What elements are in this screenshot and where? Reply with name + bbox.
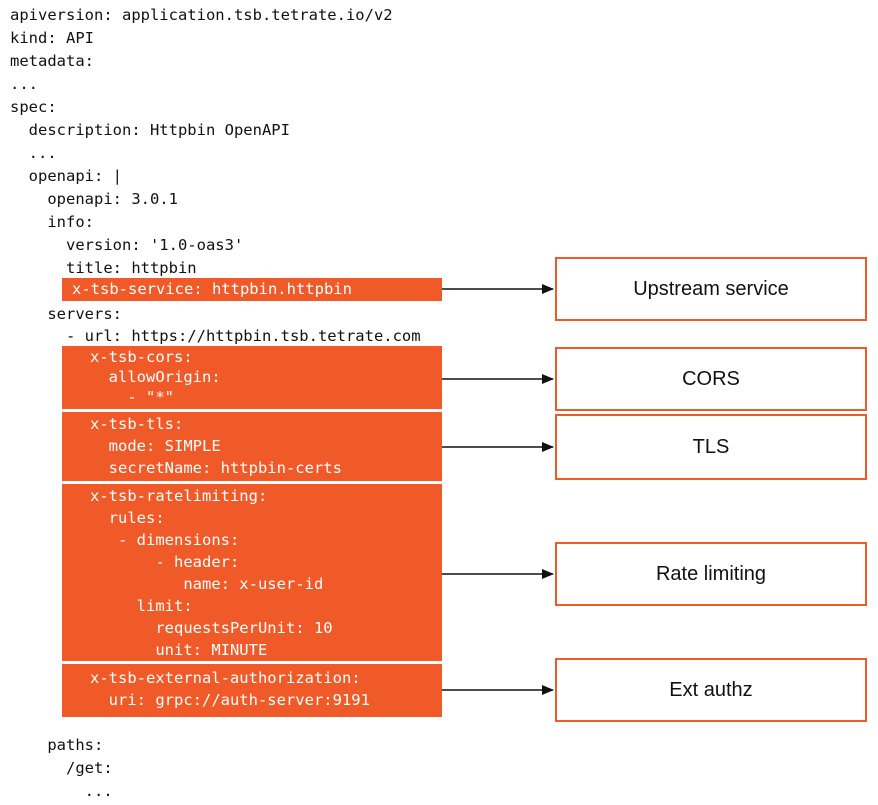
code-line: metadata: bbox=[10, 52, 94, 70]
code-line: openapi: | bbox=[10, 167, 122, 185]
code-line: ... bbox=[10, 144, 57, 162]
highlight-service: x-tsb-service: httpbin.httpbin bbox=[62, 278, 442, 301]
label-ext-authz: Ext authz bbox=[555, 658, 867, 722]
highlight-line: mode: SIMPLE bbox=[90, 437, 221, 455]
highlight-line: secretName: httpbin-certs bbox=[90, 459, 342, 477]
code-line: description: Httpbin OpenAPI bbox=[10, 121, 290, 139]
highlight-line: x-tsb-tls: bbox=[90, 415, 184, 433]
code-line: apiversion: application.tsb.tetrate.io/v… bbox=[10, 6, 393, 24]
highlight-line: allowOrigin: bbox=[90, 368, 221, 386]
code-line: paths: bbox=[10, 736, 104, 754]
code-line: spec: bbox=[10, 98, 57, 116]
highlight-cors: x-tsb-cors: allowOrigin: - "*" bbox=[62, 346, 442, 409]
highlight-line: name: x-user-id bbox=[90, 575, 324, 593]
code-line: ... bbox=[10, 782, 113, 800]
label-tls: TLS bbox=[555, 414, 867, 480]
highlight-line: - "*" bbox=[90, 388, 174, 406]
highlight-line: rules: bbox=[90, 509, 165, 527]
highlight-line: x-tsb-service: httpbin.httpbin bbox=[72, 280, 352, 298]
code-line: title: httpbin bbox=[10, 259, 197, 277]
code-line: version: '1.0-oas3' bbox=[10, 236, 244, 254]
highlight-line: - dimensions: bbox=[90, 531, 240, 549]
label-upstream-service: Upstream service bbox=[555, 257, 867, 321]
code-line: - url: https://httpbin.tsb.tetrate.com bbox=[10, 327, 421, 345]
highlight-line: requestsPerUnit: 10 bbox=[90, 619, 333, 637]
highlight-line: x-tsb-cors: bbox=[90, 348, 193, 366]
highlight-line: x-tsb-ratelimiting: bbox=[90, 487, 268, 505]
highlight-line: - header: bbox=[90, 553, 240, 571]
code-line: openapi: 3.0.1 bbox=[10, 190, 178, 208]
code-line: servers: bbox=[10, 305, 122, 323]
code-line: kind: API bbox=[10, 29, 94, 47]
label-cors: CORS bbox=[555, 347, 867, 411]
highlight-ratelimiting: x-tsb-ratelimiting: rules: - dimensions:… bbox=[62, 484, 442, 661]
label-rate-limiting: Rate limiting bbox=[555, 542, 867, 606]
highlight-line: x-tsb-external-authorization: bbox=[90, 669, 361, 687]
highlight-ext-authz: x-tsb-external-authorization: uri: grpc:… bbox=[62, 664, 442, 717]
code-line: info: bbox=[10, 213, 94, 231]
highlight-line: limit: bbox=[90, 597, 193, 615]
highlight-tls: x-tsb-tls: mode: SIMPLE secretName: http… bbox=[62, 412, 442, 481]
code-line: ... bbox=[10, 75, 38, 93]
highlight-line: unit: MINUTE bbox=[90, 641, 268, 659]
highlight-line: uri: grpc://auth-server:9191 bbox=[90, 691, 370, 709]
code-line: /get: bbox=[10, 759, 113, 777]
